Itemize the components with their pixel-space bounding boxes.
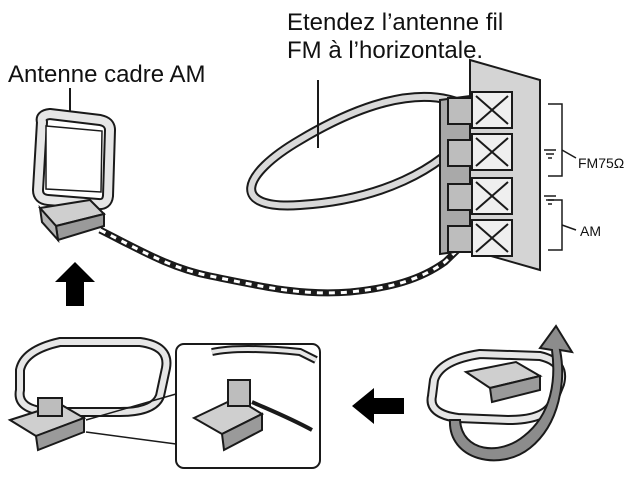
am-loop-label: Antenne cadre AM — [8, 61, 205, 88]
fm-instruction-line1: Etendez l’antenne fil — [287, 9, 503, 36]
arrow-left-icon — [352, 388, 404, 424]
am-loop-antenna-assembled — [32, 108, 116, 244]
ground-symbol-icon — [544, 149, 556, 205]
am-bracket — [548, 199, 563, 251]
am-twisted-wire — [98, 226, 473, 297]
terminal-2 — [447, 133, 513, 171]
am-terminal-label: AM — [580, 223, 601, 239]
am-loop-base-attachment — [7, 337, 172, 452]
am-loop-rotate-step — [426, 324, 575, 462]
antenna-terminal-block — [439, 58, 577, 272]
fm-instruction-line2: FM à l’horizontale. — [287, 37, 483, 64]
fm-wire-antenna — [246, 80, 474, 211]
terminal-4 — [447, 219, 513, 257]
terminal-1 — [447, 91, 513, 129]
terminal-3 — [447, 177, 513, 215]
arrow-up-icon — [55, 262, 95, 306]
fm-terminal-label: FM75Ω — [578, 155, 624, 171]
rotate-arrow-icon — [448, 324, 575, 462]
fm-bracket — [548, 103, 563, 177]
zoom-detail-panel — [175, 343, 321, 469]
